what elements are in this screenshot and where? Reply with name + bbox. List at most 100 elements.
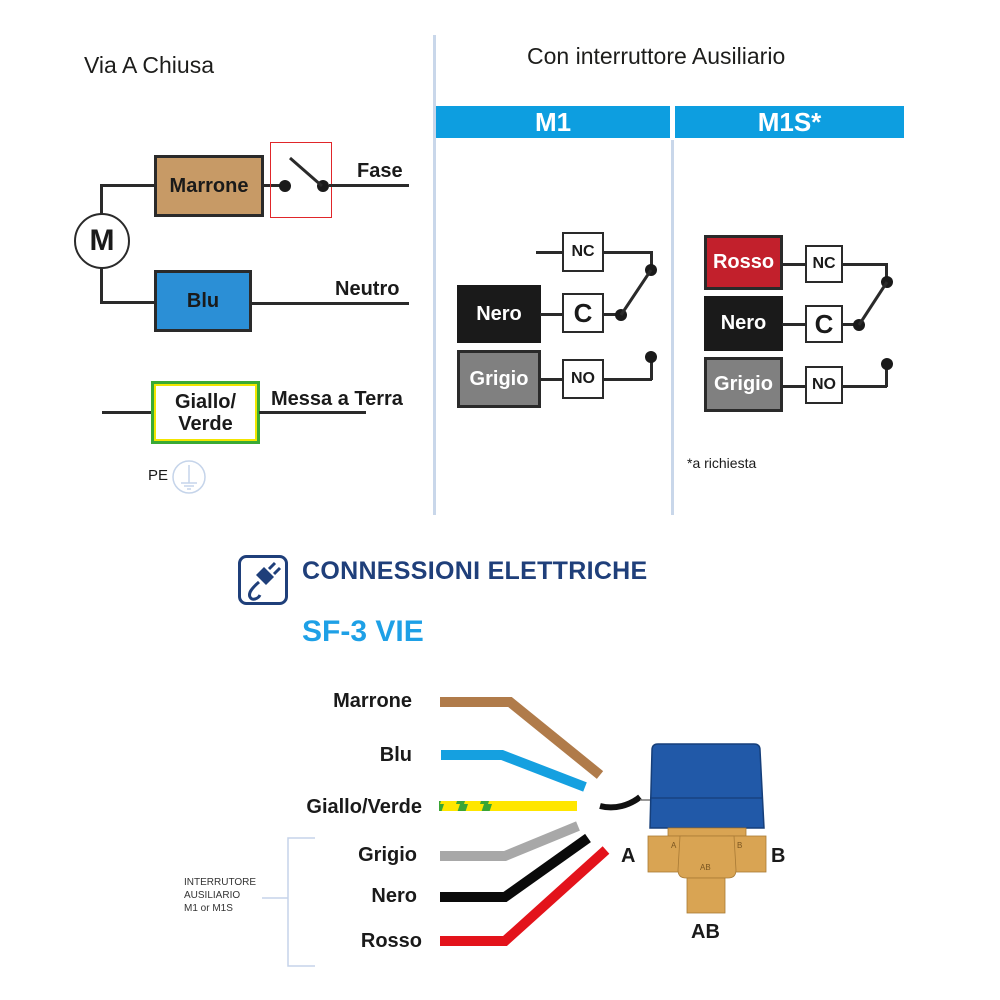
m1-nc-lead <box>536 251 563 254</box>
m1s-nc-contact: NC <box>805 245 843 283</box>
motor-wire-down <box>100 268 103 303</box>
phase-label: Fase <box>357 160 403 182</box>
yellow-green-label-2: Verde <box>178 412 233 435</box>
m1s-c-lead <box>782 323 806 326</box>
m1s-no-terminal <box>881 358 893 370</box>
actuator-cable <box>599 794 642 811</box>
aux-group-label-3: M1 or M1S <box>184 903 233 914</box>
m1-grigio-label: Grigio <box>469 367 529 390</box>
m1-no-terminal <box>645 351 657 363</box>
valve-center <box>677 835 737 879</box>
m1-nero-label: Nero <box>476 302 522 325</box>
port-label-a: A <box>621 845 636 867</box>
variant-band-m1: M1 <box>436 106 670 138</box>
wire-label-giallo-verde: Giallo/Verde <box>306 796 422 818</box>
m1s-no-lead <box>782 385 806 388</box>
wire-label-grigio: Grigio <box>358 844 417 866</box>
brown-to-switch-wire <box>262 184 284 187</box>
valve-body-mark-a: A <box>671 841 677 850</box>
m1s-no-wire <box>842 385 887 388</box>
m1-c-label: C <box>573 297 593 328</box>
footnote: *a richiesta <box>687 455 757 471</box>
m1-no-rise <box>650 358 653 380</box>
valve-body-top <box>667 827 747 837</box>
aux-group-label-2: AUSILIARIO <box>184 890 241 901</box>
phase-line <box>329 184 409 187</box>
m1s-nero-box: Nero <box>704 296 783 351</box>
neutral-line <box>250 302 409 305</box>
section-subheading: SF-3 VIE <box>302 615 424 648</box>
m1s-c-label: C <box>814 308 834 339</box>
m1s-nc-wire <box>842 263 887 266</box>
motor-wire-bottom <box>100 301 156 304</box>
valve-actuator <box>649 743 765 829</box>
m1-nc-wire <box>603 251 652 254</box>
wire-marrone <box>440 697 604 779</box>
m1-c-contact: C <box>562 293 604 333</box>
valve-body-mark-ab: AB <box>700 863 711 872</box>
blue-wire-label: Blu <box>186 289 220 312</box>
brown-wire-box: Marrone <box>154 155 264 217</box>
variant-name-m1: M1 <box>534 106 572 137</box>
m1s-switch-lever <box>857 281 889 326</box>
blue-wire-box: Blu <box>154 270 252 332</box>
yellow-green-box: Giallo/ Verde <box>151 381 260 444</box>
yellow-green-label-1: Giallo/ <box>174 390 237 413</box>
m1s-no-contact: NO <box>805 366 843 404</box>
valve-body-mark-b: B <box>737 841 742 850</box>
wire-blu <box>441 750 587 792</box>
wire-label-blu: Blu <box>379 744 412 766</box>
m1s-rosso-box: Rosso <box>704 235 783 290</box>
port-label-b: B <box>771 845 786 867</box>
valve-port-ab <box>686 877 726 914</box>
m1s-nc-drop <box>885 263 888 283</box>
ground-icon <box>172 460 206 494</box>
m1s-grigio-label: Grigio <box>714 373 773 395</box>
section-heading: CONNESSIONI ELETTRICHE <box>302 557 648 585</box>
aux-group-label-1: INTERRUTORE <box>184 877 257 888</box>
m1-c-wire <box>603 313 621 316</box>
switch-frame <box>270 142 332 218</box>
pe-label: PE <box>148 467 169 484</box>
motor-wire-up <box>100 184 103 214</box>
plug-icon <box>238 555 288 605</box>
m1-no-lead <box>540 378 563 381</box>
wire-grigio <box>440 821 580 861</box>
right-panel-title: Con interruttore Ausiliario <box>527 43 786 69</box>
wire-label-rosso: Rosso <box>360 930 422 952</box>
motor-label: M <box>89 224 115 257</box>
m1-no-wire <box>603 378 652 381</box>
earth-label: Messa a Terra <box>271 388 403 410</box>
neutral-label: Neutro <box>335 278 400 300</box>
left-panel-title: Via A Chiusa <box>84 52 215 78</box>
m1-grigio-box: Grigio <box>457 350 541 408</box>
m1s-nero-label: Nero <box>720 312 767 334</box>
m1-nc-label: NC <box>571 243 595 260</box>
switch-contact-left <box>279 180 291 192</box>
m1-c-lead <box>540 313 563 316</box>
aux-group-bracket <box>287 837 315 967</box>
earth-line-right <box>259 411 366 414</box>
m1s-no-rise <box>885 365 888 387</box>
motor-wire-top <box>100 184 156 187</box>
aux-group-label: INTERRUTORE AUSILIARIO M1 or M1S <box>184 876 256 915</box>
m1s-nc-label: NC <box>812 255 836 272</box>
panel-divider-variants <box>671 140 674 515</box>
m1-nero-box: Nero <box>457 285 541 343</box>
m1s-no-label: NO <box>812 376 836 393</box>
m1s-grigio-box: Grigio <box>704 357 783 412</box>
m1s-c-wire <box>842 323 858 326</box>
m1s-rosso-label: Rosso <box>712 251 775 273</box>
brown-wire-label: Marrone <box>169 174 249 197</box>
m1-nc-drop <box>650 251 653 271</box>
wire-label-nero: Nero <box>371 885 417 907</box>
port-label-ab: AB <box>691 921 720 943</box>
variant-band-m1s: M1S* <box>675 106 904 138</box>
switch-lever-line <box>289 156 323 188</box>
m1s-nc-lead <box>782 263 806 266</box>
m1-no-label: NO <box>571 370 595 387</box>
wire-label-marrone: Marrone <box>333 690 412 712</box>
m1s-c-contact: C <box>805 305 843 343</box>
